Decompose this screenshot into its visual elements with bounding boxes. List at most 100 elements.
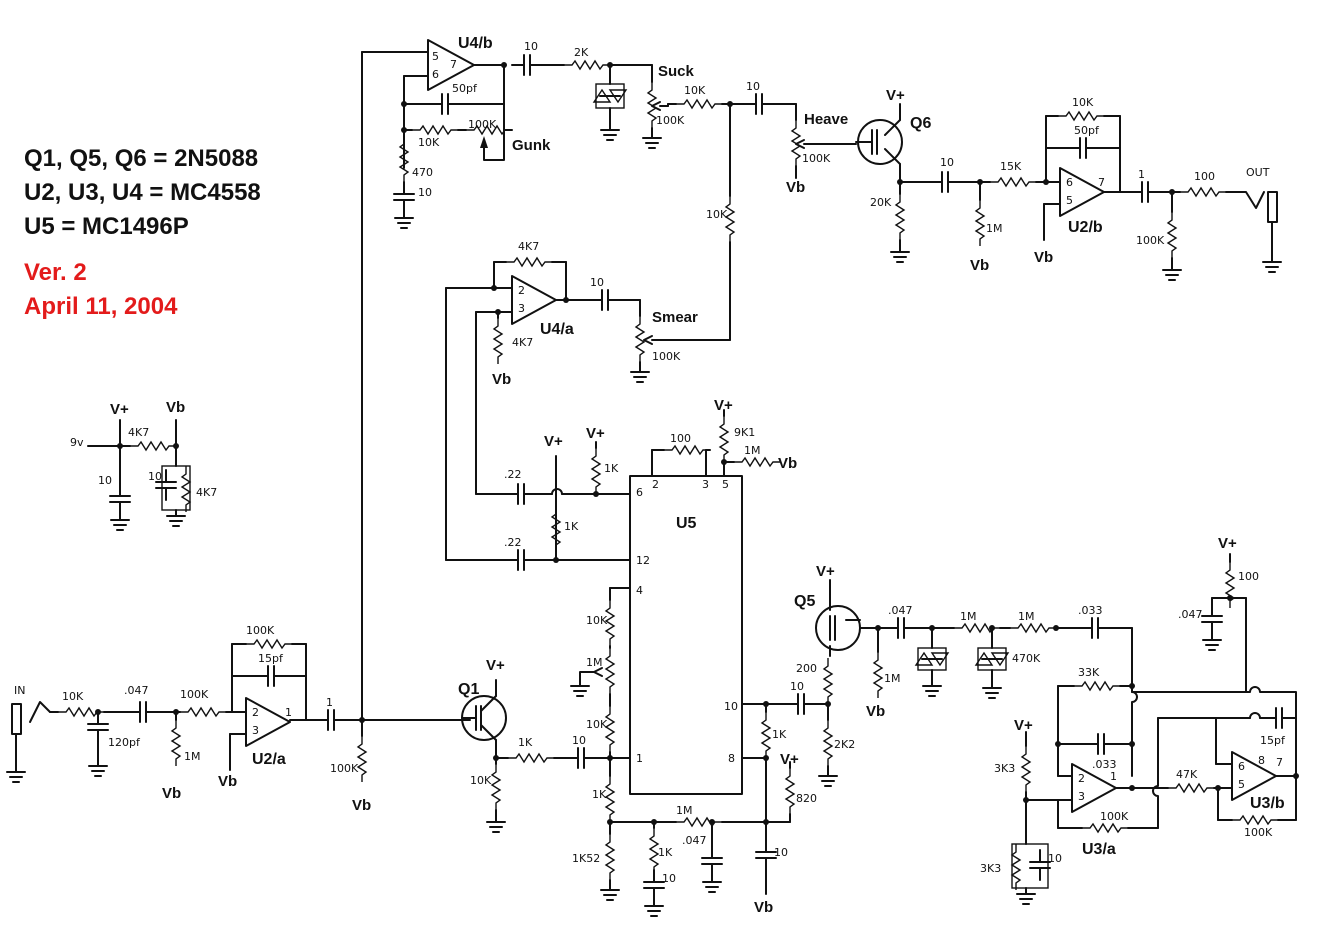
- r4k7-supply-vb-value: 4K7: [196, 486, 217, 499]
- r10k-suck-value: 10K: [684, 84, 706, 97]
- u5-pin6: 6: [636, 486, 643, 499]
- r100k-out-value: 100K: [1136, 234, 1165, 247]
- in-label: IN: [14, 684, 25, 697]
- u5-pin1: 1: [636, 752, 643, 765]
- r100k-u3b-value: 100K: [1244, 826, 1273, 839]
- r1m-clip-b-value: 1M: [1018, 610, 1035, 623]
- c10-vb-value: 10: [774, 846, 788, 859]
- c10-pin10-value: 10: [790, 680, 804, 693]
- vb-supply: Vb: [166, 399, 185, 416]
- r1k-pin6-value: 1K: [604, 462, 619, 475]
- opamp-u4b: 5 6 7 U4/b: [427, 35, 493, 91]
- u4b-pin6: 6: [432, 68, 439, 81]
- gunk-label: Gunk: [512, 137, 551, 154]
- r1m-u2a-value: 1M: [184, 750, 201, 763]
- vplus-u5-pin5: V+: [714, 397, 733, 414]
- u3b-pin7: 7: [1276, 756, 1283, 769]
- input-resistor: 10K: [49, 690, 105, 717]
- r470k-value: 470K: [1012, 652, 1041, 665]
- c120pf-value: 120pf: [108, 736, 141, 749]
- vplus-q5: V+: [816, 563, 835, 580]
- u4a-pin3: 3: [518, 302, 525, 315]
- vb-u4a: Vb: [492, 371, 511, 388]
- opamp-u4a: 2 3 U4/a: [511, 275, 574, 338]
- r9k1-value: 9K1: [734, 426, 755, 439]
- u3b-pin8: 8: [1258, 754, 1265, 767]
- r100k-smear-value: 100K: [652, 350, 681, 363]
- u4b-label: U4/b: [458, 35, 493, 52]
- r1k-bias-value: 1K: [658, 846, 673, 859]
- ic-u5: U5 6 2 3 5 12 4 1 10 8: [629, 475, 743, 795]
- q6-label: Q6: [910, 115, 931, 132]
- u3b-pin6: 6: [1238, 760, 1245, 773]
- r1m-u2b-value: 1M: [986, 222, 1003, 235]
- c10-supply-plus-value: 10: [98, 474, 112, 487]
- vb-u2a-plus: Vb: [218, 773, 237, 790]
- u5-pin2: 2: [652, 478, 659, 491]
- c10-gunk-value: 10: [418, 186, 432, 199]
- r100-out-value: 100: [1194, 170, 1215, 183]
- c10-u3-value: 10: [1048, 852, 1062, 865]
- r4k7-supply-value: 4K7: [128, 426, 149, 439]
- u5-pin12: 12: [636, 554, 650, 567]
- u2b-pin5: 5: [1066, 194, 1073, 207]
- u2a-pin1: 1: [285, 706, 292, 719]
- c10-u4b-out-value: 10: [524, 40, 538, 53]
- vplus-u3-div: V+: [1014, 717, 1033, 734]
- transistor-q1: Q1: [458, 681, 507, 741]
- u4a-label: U4/a: [540, 321, 574, 338]
- vb-bias-out: Vb: [754, 899, 773, 916]
- u5-pin8: 8: [728, 752, 735, 765]
- c15pf-u3b-value: 15pf: [1260, 734, 1286, 747]
- r820-value: 820: [796, 792, 817, 805]
- q5-label: Q5: [794, 593, 815, 610]
- ic-note-u: U2, U3, U4 = MC4558: [24, 179, 261, 206]
- r15k-value: 15K: [1000, 160, 1022, 173]
- vb-u2b-bias: Vb: [970, 257, 989, 274]
- r2k-value: 2K: [574, 46, 589, 59]
- vplus-q6: V+: [886, 87, 905, 104]
- r3k3-top-value: 3K3: [994, 762, 1015, 775]
- r200-value: 200: [796, 662, 817, 675]
- c50pf-u2b-value: 50pf: [1074, 124, 1100, 137]
- u2a-pin3: 3: [252, 724, 259, 737]
- c10-q1-value: 10: [572, 734, 586, 747]
- vb-q5: Vb: [866, 703, 885, 720]
- u4b-pin5: 5: [432, 50, 439, 63]
- nine-v-label: 9v: [70, 436, 84, 449]
- q1-label: Q1: [458, 681, 479, 698]
- vplus-pin6-bias: V+: [544, 433, 563, 450]
- vb-u5-pin5: Vb: [778, 455, 797, 472]
- u2b-pin6: 6: [1066, 176, 1073, 189]
- r1k-q1-value: 1K: [518, 736, 533, 749]
- r10k-pin1-value: 10K: [586, 718, 608, 731]
- u5-pin3: 3: [702, 478, 709, 491]
- transistor-q5: Q5: [794, 593, 861, 657]
- r100-u3b-value: 100: [1238, 570, 1259, 583]
- vb-u2b-plus: Vb: [1034, 249, 1053, 266]
- heave-label: Heave: [804, 111, 848, 128]
- u3b-pin5: 5: [1238, 778, 1245, 791]
- output-jack: OUT: [1246, 166, 1282, 273]
- r47k-value: 47K: [1176, 768, 1198, 781]
- r1m-pin5-value: 1M: [744, 444, 761, 457]
- r100-u5-value: 100: [670, 432, 691, 445]
- vplus-supply: V+: [110, 401, 129, 418]
- r10k-gunk-value: 10K: [418, 136, 440, 149]
- vb-heave: Vb: [786, 179, 805, 196]
- c1-out-value: 1: [1138, 168, 1145, 181]
- u5-label: U5: [676, 515, 697, 532]
- c22-pin12-value: .22: [504, 536, 522, 549]
- c1-u2a-out-value: 1: [326, 696, 333, 709]
- c10-bias-value: 10: [662, 872, 676, 885]
- r4k7-u4a-bias-value: 4K7: [512, 336, 533, 349]
- c10-supply-vb-value: 10: [148, 470, 162, 483]
- r1m-clip-a-value: 1M: [960, 610, 977, 623]
- r33k-value: 33K: [1078, 666, 1100, 679]
- r100k-u2a-in-value: 100K: [180, 688, 209, 701]
- vb-u2a-bias: Vb: [162, 785, 181, 802]
- c10-q6-value: 10: [940, 156, 954, 169]
- r1k-pin10-value: 1K: [772, 728, 787, 741]
- transistor-q6: Q6: [855, 115, 931, 165]
- c033-fb-value: .033: [1092, 758, 1117, 771]
